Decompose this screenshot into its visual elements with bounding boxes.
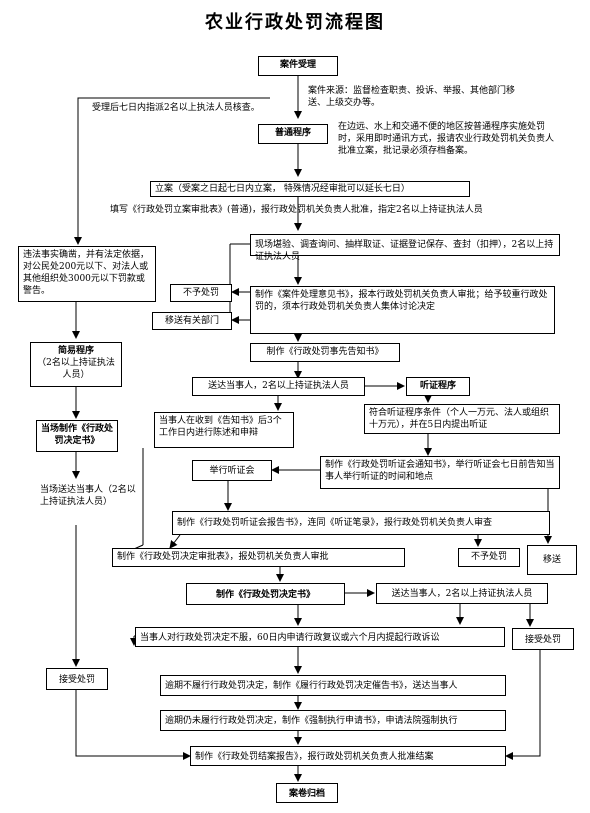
overdue-notice-box: 逾期不履行行政处罚决定，制作《履行行政处罚决定催告书》，送达当事人 (160, 675, 506, 696)
hearing-notice-box: 制作《行政处罚听证会通知书》，举行听证会七日前告知当事人举行听证的时间和地点 (320, 456, 560, 489)
accept-penalty-box-1: 接受处罚 (46, 668, 108, 690)
decision-document-box: 制作《行政处罚决定书》 (186, 583, 345, 605)
filing-box: 立案（受案之日起七日内立案， 特殊情况经审批可以延长七日） (150, 181, 470, 197)
general-procedure-box: 普通程序 (258, 124, 328, 144)
hearing-report-box: 制作《行政处罚听证会报告书》，连同《听证笔录》，报行政处罚机关负责人审查 (172, 511, 550, 535)
decision-approval-box: 制作《行政处罚决定审批表》，报处罚机关负责人审批 (112, 548, 405, 567)
case-opinion-box: 制作《案件处理意见书》，报本行政处罚机关负责人审批；给予较重行政处罚的，须本行政… (250, 286, 555, 334)
page-title: 农业行政处罚流程图 (205, 12, 385, 33)
hearing-procedure-box: 听证程序 (406, 377, 470, 396)
deliver-box-2: 送达当事人，2名以上持证执法人员 (376, 583, 548, 604)
no-penalty-box-2: 不予处罚 (458, 548, 520, 567)
general-procedure-note: 在边远、水上和交通不便的地区按普通程序实施处罚时，采用即时通讯方式，报请农业行政… (338, 122, 555, 157)
archive-box: 案卷归档 (276, 783, 338, 803)
simple-procedure-label: 简易程序 (57, 346, 94, 356)
statement-box: 当事人在收到《告知书》后3个工作日内进行陈述和申辩 (154, 412, 294, 448)
summary-condition-box: 违法事实确凿，并有法定依据，对公民处200元以下、对法人或其他组织处3000元以… (18, 246, 156, 302)
enforcement-box: 逾期仍未履行行政处罚决定，制作《强制执行申请书》，申请法院强制执行 (160, 710, 506, 731)
accept-penalty-box-2: 接受处罚 (512, 628, 574, 650)
onsite-deliver-note: 当场送达当事人（2名以上持证执法人员） (40, 485, 136, 508)
hearing-condition-box: 符合听证程序条件（个人一万元、法人或组织十万元），并在5日内提出听证 (364, 404, 560, 434)
investigate-box: 现场堪验、调查询问、抽样取证、证据登记保存、查封（扣押），2名以上持证执法人员 (250, 234, 560, 262)
simple-procedure-box: 简易程序 （2名以上持证执法人员） (30, 342, 122, 387)
appeal-box: 当事人对行政处罚决定不服，60日内申请行政复议或六个月内提起行政诉讼 (135, 627, 505, 647)
closing-report-box: 制作《行政处罚结案报告》，报行政处罚机关负责人批准结案 (190, 746, 506, 766)
filing-form-note: 填写《行政处罚立案审批表》(普通)，报行政处罚机关负责人批准，指定2名以上持证执… (110, 205, 483, 215)
case-source-note: 案件来源：监督检查职责、投诉、举报、其他部门移送、上级交办等。 (308, 86, 516, 109)
case-accept-box: 案件受理 (258, 56, 338, 76)
advance-notice-box: 制作《行政处罚事先告知书》 (250, 343, 400, 362)
transfer-box-1: 移送有关部门 (152, 312, 232, 330)
deliver-box-1: 送达当事人，2名以上持证执法人员 (192, 377, 365, 396)
assign-note: 受理后七日内指派2名以上执法人员核查。 (92, 103, 260, 113)
onsite-decision-box: 当场制作《行政处罚决定书》 (36, 420, 118, 452)
no-penalty-box-1: 不予处罚 (170, 284, 232, 302)
hold-hearing-box: 举行听证会 (192, 460, 272, 481)
transfer-box-2: 移送 (527, 545, 577, 575)
simple-procedure-note: （2名以上持证执法人员） (37, 358, 115, 381)
